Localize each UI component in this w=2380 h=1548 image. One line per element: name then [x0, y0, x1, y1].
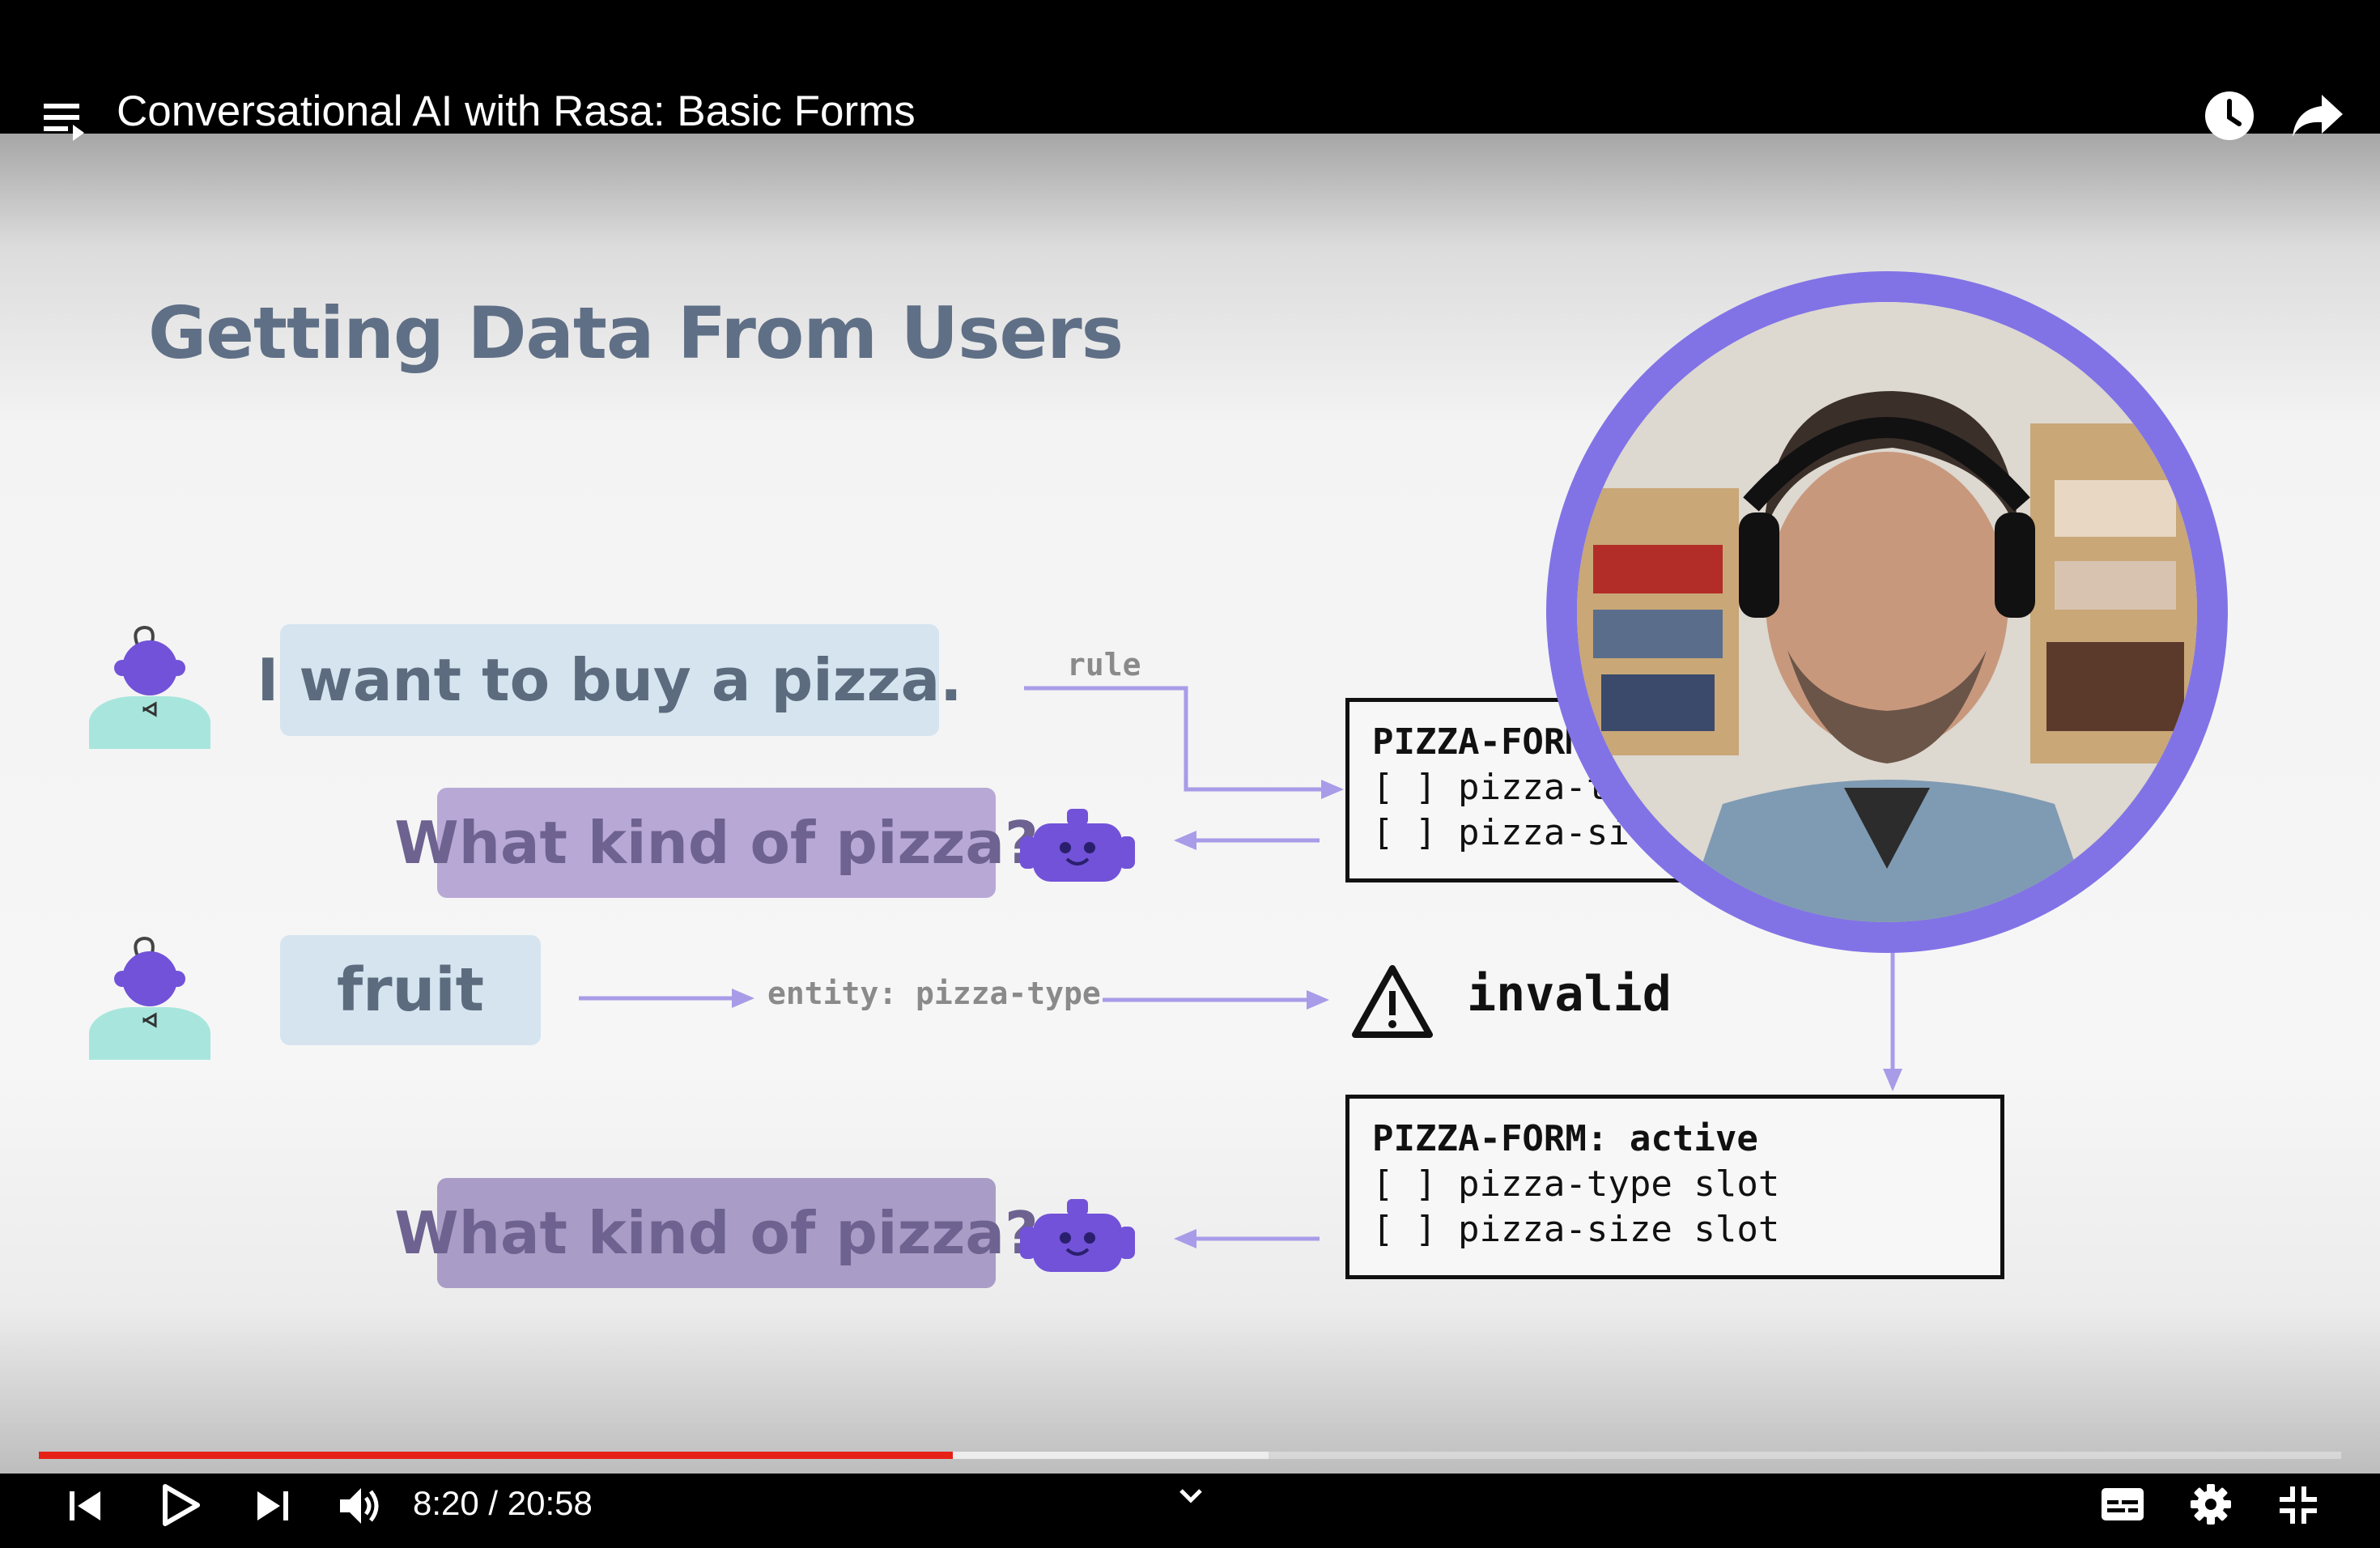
play-icon[interactable]: [162, 1483, 201, 1527]
subtitles-icon[interactable]: [2100, 1486, 2145, 1522]
form-header: PIZZA-FORM: active: [1372, 1118, 1758, 1159]
rule-label: rule: [1067, 647, 1141, 683]
time-display: 8:20 / 20:58: [413, 1484, 593, 1522]
volume-icon[interactable]: [338, 1485, 384, 1527]
warning-icon: [1352, 965, 1433, 1038]
chevron-down-icon[interactable]: [1179, 1488, 1203, 1504]
bot-icon: [1020, 1199, 1135, 1272]
settings-icon[interactable]: [2190, 1483, 2232, 1525]
playlist-icon[interactable]: [44, 100, 89, 142]
video-title[interactable]: Conversational AI with Rasa: Basic Forms: [117, 87, 916, 135]
form-slot-line: [ ] pizza-size slot: [1372, 1209, 1780, 1250]
flow-arrows: [579, 686, 1902, 1248]
entity-label: entity: pizza-type: [767, 976, 1101, 1011]
next-icon[interactable]: [256, 1488, 291, 1524]
user-avatar-icon: [89, 936, 210, 1060]
top-bar: [0, 0, 2380, 134]
bot-message-bubble: What kind of pizza?: [394, 1178, 1039, 1288]
progress-bar[interactable]: [39, 1452, 2341, 1459]
form-slot-line: [ ] pizza-si: [1372, 812, 1630, 853]
user-message-bubble: fruit: [280, 935, 541, 1045]
bot-icon: [1020, 809, 1135, 882]
slide-title: Getting Data From Users: [148, 291, 1124, 375]
user-message-bubble: I want to buy a pizza.: [257, 624, 963, 736]
player-controls: [0, 1474, 2380, 1548]
previous-icon[interactable]: [68, 1488, 104, 1524]
progress-played: [39, 1452, 954, 1459]
form-slot-line: [ ] pizza-t: [1372, 767, 1609, 808]
clock-icon[interactable]: [2204, 90, 2255, 142]
bot-message-bubble: What kind of pizza?: [394, 788, 1039, 898]
form-header: PIZZA-FORM: [1372, 721, 1587, 763]
video-frame[interactable]: Getting Data From Users I want to buy a …: [0, 134, 2380, 1474]
share-icon[interactable]: [2291, 93, 2344, 138]
presenter-video: [1577, 302, 2197, 922]
form-status-box-active: PIZZA-FORM: active[ ] pizza-type slot[ ]…: [1345, 1095, 2004, 1279]
user-avatar-icon: [89, 625, 210, 749]
presenter-image: [1577, 302, 2197, 922]
webcam-overlay: [1546, 271, 2228, 953]
form-slot-line: [ ] pizza-type slot: [1372, 1163, 1780, 1205]
exit-fullscreen-icon[interactable]: [2278, 1485, 2318, 1525]
invalid-label: invalid: [1467, 966, 1672, 1023]
